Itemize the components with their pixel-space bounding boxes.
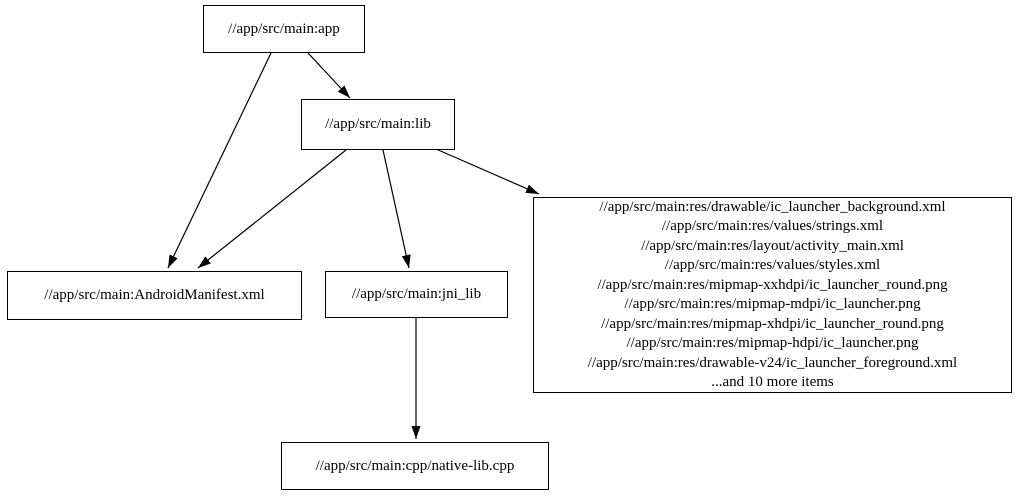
resources-line: //app/src/main:res/drawable-v24/ic_launc… (587, 354, 958, 371)
resources-line: //app/src/main:res/mipmap-xhdpi/ic_launc… (601, 315, 944, 332)
resources-line: //app/src/main:res/mipmap-hdpi/ic_launch… (626, 335, 919, 351)
node-native-lib-cpp: //app/src/main:cpp/native-lib.cpp (281, 442, 549, 490)
node-app: //app/src/main:app (203, 5, 365, 53)
node-jni-lib: //app/src/main:jni_lib (325, 271, 508, 318)
node-native-lib-cpp-label: //app/src/main:cpp/native-lib.cpp (315, 457, 515, 474)
edge-app-manifest (167, 52, 272, 269)
resources-line: //app/src/main:res/layout/activity_main.… (641, 237, 904, 254)
resources-line: //app/src/main:res/values/styles.xml (664, 257, 881, 273)
resources-line: //app/src/main:res/values/strings.xml (661, 218, 884, 234)
resources-line: //app/src/main:res/mipmap-mdpi/ic_launch… (624, 296, 921, 312)
edge-lib-resources (435, 148, 540, 195)
node-resources-group: //app/src/main:res/drawable/ic_launcher_… (533, 197, 1012, 393)
resources-line: //app/src/main:res/mipmap-xxhdpi/ic_laun… (597, 276, 948, 293)
edge-lib-manifest (197, 149, 347, 269)
node-lib: //app/src/main:lib (301, 99, 455, 150)
node-android-manifest: //app/src/main:AndroidManifest.xml (7, 271, 302, 320)
edge-app-lib (307, 52, 351, 99)
edge-lib-jni-lib (382, 149, 411, 269)
node-jni-lib-label: //app/src/main:jni_lib (351, 286, 482, 302)
resources-more-items: ...and 10 more items (711, 374, 834, 390)
node-android-manifest-label: //app/src/main:AndroidManifest.xml (44, 287, 265, 303)
resources-line: //app/src/main:res/drawable/ic_launcher_… (599, 198, 946, 215)
node-lib-label: //app/src/main:lib (325, 116, 431, 132)
node-app-label: //app/src/main:app (228, 20, 340, 37)
